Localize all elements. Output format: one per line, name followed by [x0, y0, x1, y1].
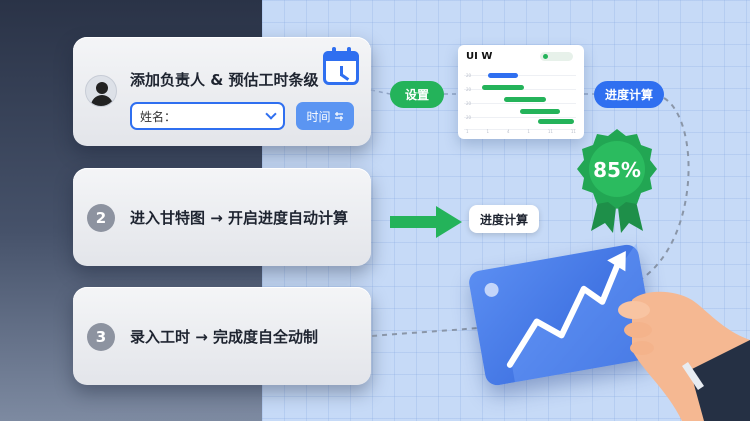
- name-input[interactable]: 姓名：: [130, 102, 285, 130]
- settings-pill: 设置: [390, 81, 444, 108]
- gantt-axis-label: 11: [570, 129, 576, 134]
- step-1-title: 添加负责人 & 预估工时条级: [130, 71, 319, 89]
- sliders-icon: [334, 111, 343, 121]
- step-2-text: 进入甘特图 → 开启进度自动计算: [130, 209, 349, 227]
- gantt-row-labels: 20 20 20 20: [466, 69, 471, 125]
- gantt-axis-labels: 1 1 4 1 11 11: [466, 129, 576, 134]
- gantt-axis-label: 4: [506, 129, 510, 134]
- gantt-row-label: 20: [466, 73, 472, 78]
- gantt-bar: [504, 97, 546, 102]
- gantt-axis-label: 1: [466, 129, 469, 134]
- trend-arrow-icon: [506, 242, 657, 383]
- step-3-text: 录入工时 → 完成度自全动制: [130, 328, 319, 346]
- gantt-bar: [520, 109, 560, 114]
- arrow-right-icon: [390, 206, 462, 238]
- user-icon: [85, 75, 117, 107]
- step-card-2: 2 进入甘特图 → 开启进度自动计算: [73, 168, 371, 266]
- gantt-axis-label: 1: [527, 129, 530, 134]
- step-3-number: 3: [87, 323, 115, 351]
- gantt-bar: [538, 119, 574, 124]
- gantt-status-badge: [540, 52, 573, 61]
- hand-icon: [618, 291, 750, 421]
- rosette-badge-icon: 85%: [577, 129, 657, 233]
- gantt-row-label: 20: [466, 101, 472, 106]
- calendar-clock-icon[interactable]: [323, 47, 359, 85]
- name-input-placeholder: 姓名：: [140, 109, 177, 124]
- gantt-chart-card: UI W 20 20 20 20 1 1 4 1 11 11: [458, 45, 584, 139]
- step-card-3: 3 录入工时 → 完成度自全动制: [73, 287, 371, 385]
- gantt-axis-label: 11: [547, 129, 553, 134]
- gantt-row-label: 20: [466, 115, 472, 120]
- progress-badge-value: 85%: [593, 158, 641, 182]
- gantt-row-label: 20: [466, 87, 472, 92]
- step-card-1: 添加负责人 & 预估工时条级 姓名： 时间: [73, 37, 371, 146]
- gantt-axis-label: 1: [486, 129, 490, 134]
- progress-card: [467, 242, 657, 388]
- gantt-title: UI W: [466, 51, 493, 62]
- gantt-bar: [488, 73, 518, 78]
- gantt-bar: [482, 85, 524, 90]
- time-button[interactable]: 时间: [296, 102, 354, 130]
- step-2-number: 2: [87, 204, 115, 232]
- time-button-label: 时间: [306, 109, 331, 124]
- progress-calc-pill-mid: 进度计算: [469, 205, 539, 233]
- progress-calc-pill-top: 进度计算: [594, 81, 664, 108]
